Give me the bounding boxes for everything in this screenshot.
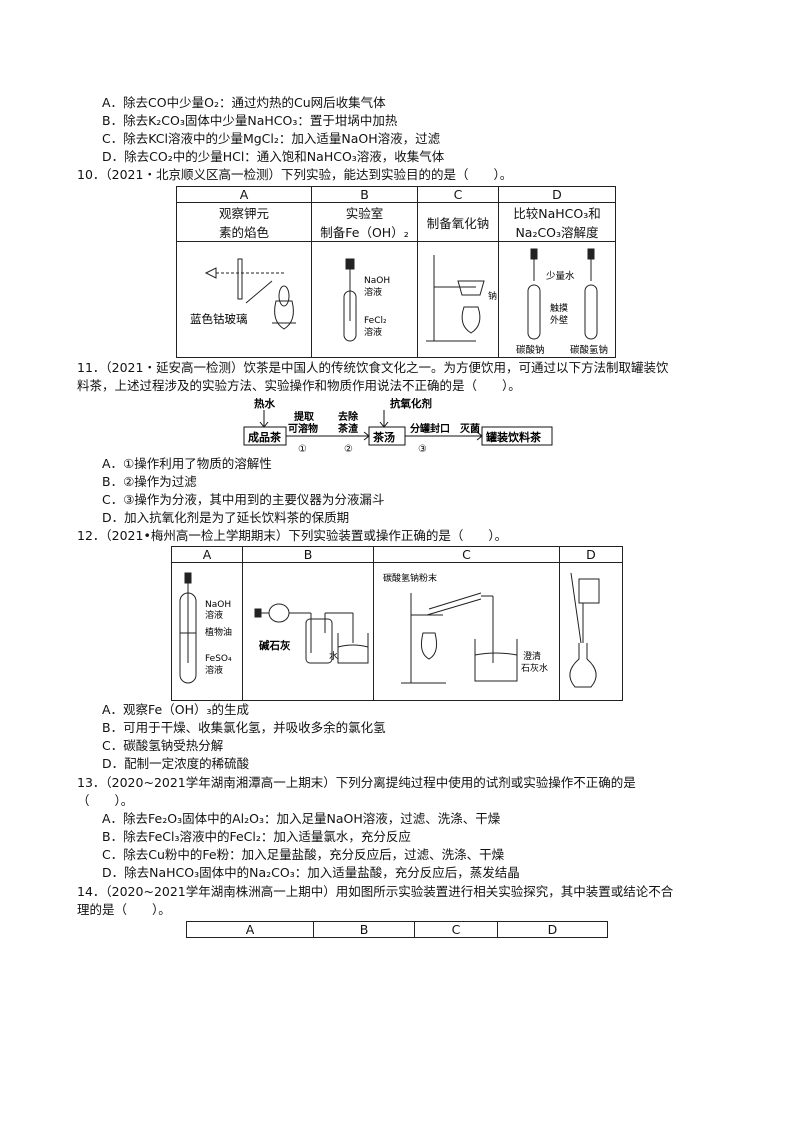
q11-stem-line2: 料茶，上述过程涉及的实验方法、实验操作和物质作用说法不正确的是（ ）。 (77, 378, 521, 393)
svg-text:溶液: 溶液 (364, 326, 382, 338)
q10-cell-a: 观察钾元素的焰色 (176, 202, 312, 242)
svg-text:溶液: 溶液 (205, 609, 223, 621)
svg-text:成品茶: 成品茶 (248, 430, 282, 444)
q11-flow-diagram: 热水 抗氧化剂 成品茶 茶汤 罐装饮料茶 提取 可溶物 ① 去除 茶渣 ② 分罐… (243, 397, 553, 455)
svg-text:植物油: 植物油 (205, 626, 232, 638)
q14-header-c: C (414, 921, 498, 938)
q10-header-b: B (311, 186, 418, 203)
q13-option-a: A．除去Fe₂O₃固体中的Al₂O₃：加入足量NaOH溶液，过滤、洗涤、干燥 (102, 811, 501, 826)
svg-text:分罐封口: 分罐封口 (410, 422, 450, 435)
svg-text:溶液: 溶液 (364, 286, 382, 298)
q10-header-a: A (176, 186, 312, 203)
svg-text:可溶物: 可溶物 (288, 422, 318, 435)
q12-option-b: B．可用于干燥、收集氯化氢，并吸收多余的氯化氢 (102, 720, 386, 735)
q10-cell-b: 实验室制备Fe（OH）₂ (311, 202, 418, 242)
q9-option-b: B．除去K₂CO₃固体中少量NaHCO₃：置于坩埚中加热 (102, 113, 398, 128)
q9-option-c: C．除去KCl溶液中的少量MgCl₂：加入适量NaOH溶液，过滤 (102, 131, 441, 146)
q14-stem-line1: 14．（2020~2021学年湖南株洲高一上期中）用如图所示实验装置进行相关实验… (77, 884, 674, 899)
svg-text:②: ② (344, 444, 353, 455)
q10-table: A B C D 观察钾元素的焰色 实验室制备Fe（OH）₂ 制备氧化钠 比较Na… (176, 186, 616, 358)
q14-header-b: B (313, 921, 415, 938)
svg-text:碱石灰: 碱石灰 (259, 639, 291, 652)
svg-text:澄清: 澄清 (523, 650, 541, 662)
q12-header-a: A (171, 546, 243, 563)
q12-stem: 12．（2021•梅州高一检上学期期末）下列实验装置或操作正确的是（ ）。 (77, 528, 508, 543)
q11-option-a: A．①操作利用了物质的溶解性 (102, 456, 272, 471)
q12-table: A B C D (171, 546, 623, 701)
q14-stem-line2: 理的是（ ）。 (77, 902, 171, 917)
q10-stem: 10．（2021・北京顺义区高一检测）下列实验，能达到实验目的的是（ ）。 (77, 167, 513, 182)
q10-cell-c: 制备氧化钠 (417, 202, 499, 242)
svg-text:触摸: 触摸 (550, 302, 568, 314)
q10-header-c: C (417, 186, 499, 203)
q12-option-c: C．碳酸氢钠受热分解 (102, 738, 224, 753)
q12-header-d: D (559, 546, 623, 563)
q12-header-b: B (242, 546, 374, 563)
svg-text:碳酸氢钠粉末: 碳酸氢钠粉末 (383, 572, 437, 584)
svg-text:外壁: 外壁 (550, 314, 568, 326)
svg-text:去除: 去除 (338, 410, 359, 423)
svg-text:抗氧化剂: 抗氧化剂 (390, 397, 432, 410)
q11-option-b: B．②操作为过滤 (102, 474, 197, 489)
svg-text:水: 水 (329, 650, 338, 662)
q11-option-c: C．③操作为分液，其中用到的主要仪器为分液漏斗 (102, 492, 385, 507)
svg-text:提取: 提取 (294, 410, 315, 423)
q13-stem-line1: 13．（2020~2021学年湖南湘潭高一上期末）下列分离提纯过程中使用的试剂或… (77, 775, 636, 790)
q10-header-d: D (498, 186, 616, 203)
q13-option-c: C．除去Cu粉中的Fe粉：加入足量盐酸，充分反应后，过滤、洗涤、干燥 (102, 847, 505, 862)
q10-apparatus-figure: 蓝色钴玻璃 NaOH 溶液 FeCl₂ 溶液 钠 少量水 触摸 外壁 碳酸钠 碳… (190, 248, 608, 356)
q11-option-d: D．加入抗氧化剂是为了延长饮料茶的保质期 (102, 510, 350, 525)
svg-text:FeSO₄: FeSO₄ (205, 654, 232, 664)
svg-text:溶液: 溶液 (205, 664, 223, 676)
q9-option-a: A．除去CO中少量O₂：通过灼热的Cu网后收集气体 (102, 95, 386, 110)
q10-label-cobalt-glass: 蓝色钴玻璃 (190, 312, 248, 326)
q9-option-d: D．除去CO₂中的少量HCl：通入饱和NaHCO₃溶液，收集气体 (102, 149, 445, 164)
q14-table: A B C D (186, 921, 608, 938)
svg-text:茶汤: 茶汤 (372, 430, 395, 444)
svg-text:罐装饮料茶: 罐装饮料茶 (485, 430, 542, 444)
q13-option-d: D．除去NaHCO₃固体中的Na₂CO₃：加入适量盐酸，充分反应后，蒸发结晶 (102, 865, 520, 880)
svg-text:NaOH: NaOH (364, 276, 390, 286)
svg-text:碳酸氢钠: 碳酸氢钠 (570, 344, 608, 356)
q12-option-d: D．配制一定浓度的稀硫酸 (102, 756, 250, 771)
q12-option-a: A．观察Fe（OH）₃的生成 (102, 702, 249, 717)
svg-text:FeCl₂: FeCl₂ (364, 316, 387, 326)
svg-text:③: ③ (418, 444, 427, 455)
q13-option-b: B．除去FeCl₃溶液中的FeCl₂：加入适量氯水，充分反应 (102, 829, 411, 844)
svg-text:石灰水: 石灰水 (521, 662, 548, 674)
q11-stem-line1: 11．（2021・延安高一检测）饮茶是中国人的传统饮食文化之一。为方便饮用，可通… (77, 360, 669, 375)
q12-header-c: C (373, 546, 560, 563)
svg-text:茶渣: 茶渣 (337, 422, 359, 435)
q13-stem-line2: （ ）。 (77, 793, 134, 808)
svg-text:灭菌: 灭菌 (459, 422, 480, 435)
svg-text:碳酸钠: 碳酸钠 (516, 344, 545, 356)
svg-text:热水: 热水 (254, 397, 275, 410)
q14-header-d: D (497, 921, 608, 938)
svg-text:NaOH: NaOH (205, 600, 231, 610)
svg-text:①: ① (298, 444, 307, 455)
svg-text:少量水: 少量水 (546, 270, 575, 282)
svg-text:钠: 钠 (488, 290, 497, 302)
q14-header-a: A (186, 921, 314, 938)
q12-apparatus-figure: NaOH 溶液 植物油 FeSO₄ 溶液 碱石灰 水 碳酸氢钠粉末 澄清 石灰水 (179, 572, 600, 688)
